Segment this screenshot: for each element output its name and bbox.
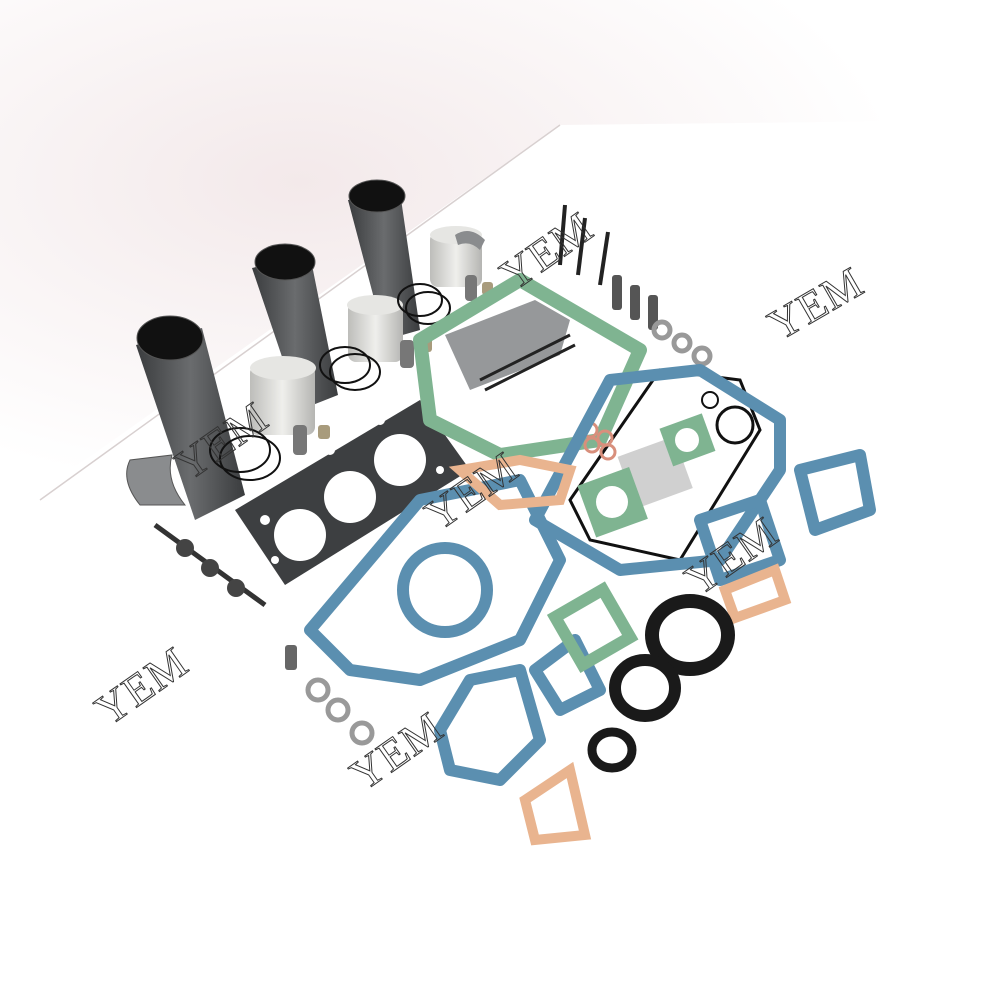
green-gasket <box>546 581 639 673</box>
valve-guides <box>612 275 658 330</box>
cylinder-liner <box>252 243 338 410</box>
oil-pan-gasket <box>413 273 647 462</box>
valve-cover-gasket <box>568 368 762 562</box>
cylinder-liner <box>136 315 245 520</box>
head-gasket <box>235 400 470 585</box>
valve-seats <box>305 319 713 746</box>
rocker-shaft <box>153 522 297 670</box>
copper-gaskets <box>448 454 792 846</box>
piston <box>250 356 316 435</box>
valves <box>558 204 610 286</box>
timing-cover-gaskets <box>304 364 876 786</box>
piston-rings <box>209 283 451 481</box>
oil-seals <box>587 594 735 773</box>
piston <box>347 295 403 362</box>
main-bearings <box>126 231 485 506</box>
